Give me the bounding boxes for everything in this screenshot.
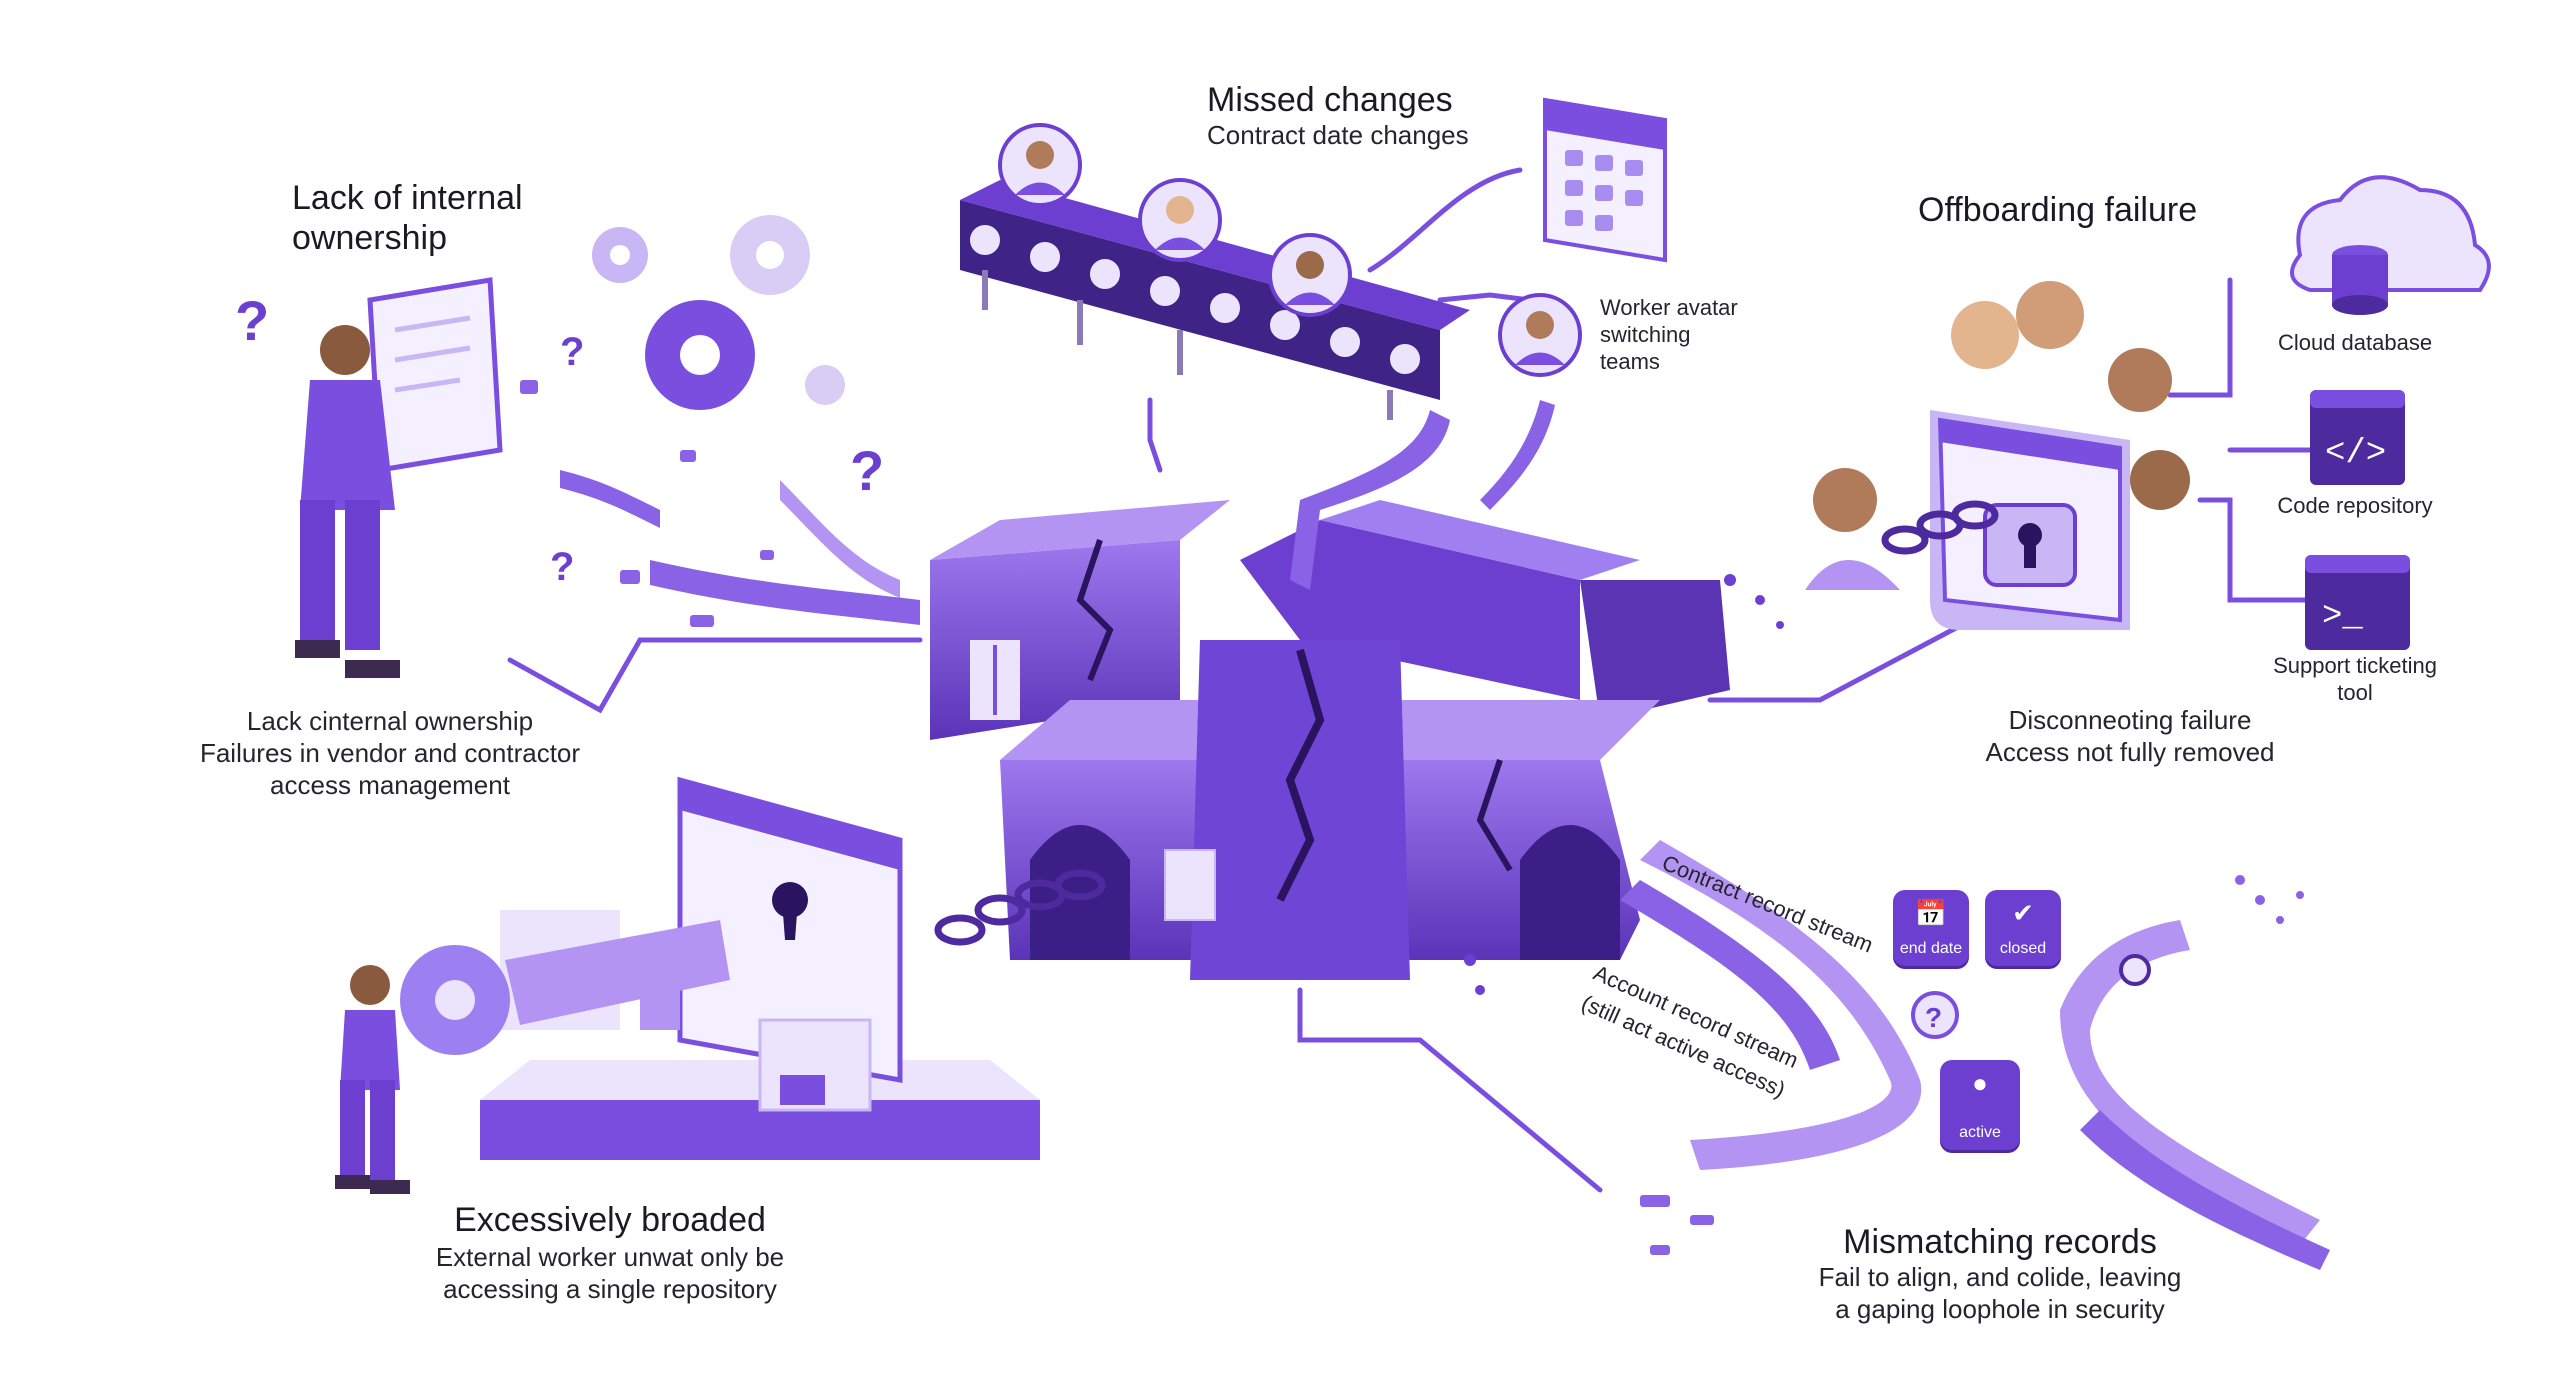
lack-ownership-desc-1: Lack cinternal ownership bbox=[246, 706, 534, 736]
offboarding-people bbox=[1805, 281, 2190, 590]
end-date-badge: 📅 end date bbox=[1893, 890, 1969, 966]
broken-pipe-junction bbox=[930, 500, 1784, 995]
question-mark-icon: ? bbox=[1911, 991, 1959, 1039]
missed-changes-subtitle: Contract date changes bbox=[1207, 120, 1469, 150]
database-icon bbox=[2290, 175, 2491, 315]
offboarding-desc-2: Access not fully removed bbox=[1985, 737, 2275, 767]
padlock-icon bbox=[1983, 503, 2077, 587]
svg-text:?: ? bbox=[560, 330, 584, 374]
svg-text:?: ? bbox=[850, 439, 884, 502]
mismatch-desc-2: a gaping loophole in security bbox=[1835, 1294, 2165, 1324]
offboarding-title: Offboarding failure bbox=[1918, 191, 2198, 229]
closed-badge: ✔ closed bbox=[1985, 890, 2061, 966]
svg-text:?: ? bbox=[550, 545, 574, 589]
checkmark-icon: ✔ bbox=[2012, 898, 2034, 928]
lack-ownership-title-1: Lack of internal bbox=[292, 179, 523, 217]
record-streams bbox=[1620, 840, 2330, 1270]
access-platform bbox=[480, 776, 1040, 1160]
lack-ownership-title-2: ownership bbox=[292, 219, 447, 257]
question-mark-icon: ? ? ? ? bbox=[235, 289, 884, 589]
cloud-database-label: Cloud database bbox=[2277, 330, 2433, 355]
lack-ownership-desc-3: access management bbox=[270, 770, 510, 800]
offboarding-lock-panel bbox=[1930, 410, 2130, 630]
lack-ownership-desc-2: Failures in vendor and contractor bbox=[199, 738, 581, 768]
excessive-title: Excessively broaded bbox=[454, 1201, 766, 1239]
worker-switch-label-2: switching bbox=[1600, 322, 1691, 347]
calendar-icon: 📅 bbox=[1914, 898, 1948, 928]
excessive-desc-2: accessing a single repository bbox=[443, 1274, 777, 1304]
code-repository-label: Code repository bbox=[2277, 493, 2433, 518]
worker-with-document bbox=[295, 277, 503, 678]
data-stream-top bbox=[1290, 400, 1555, 590]
worker-switch-label-3: teams bbox=[1600, 349, 1660, 374]
gear-icon bbox=[592, 215, 845, 410]
worker-switch-label-1: Worker avatar bbox=[1600, 295, 1738, 320]
svg-text:</>: </> bbox=[2325, 435, 2386, 473]
connector-lines bbox=[507, 167, 2323, 1193]
active-badge: ● active bbox=[1940, 1060, 2020, 1150]
excessive-desc-1: External worker unwat only be bbox=[435, 1242, 785, 1272]
svg-text:?: ? bbox=[1925, 1002, 1942, 1033]
data-stream-left bbox=[520, 380, 920, 627]
mismatch-desc-1: Fail to align, and colide, leaving bbox=[1818, 1262, 2182, 1292]
svg-text:?: ? bbox=[235, 289, 269, 352]
terminal-icon: >_ bbox=[2305, 555, 2410, 650]
support-ticketing-label-2: tool bbox=[2337, 680, 2373, 705]
worker-with-key bbox=[335, 965, 410, 1194]
calendar-icon bbox=[1543, 97, 1667, 263]
person-icon: ● bbox=[1972, 1068, 1988, 1098]
chain-left bbox=[934, 869, 1106, 946]
support-ticketing-label-1: Support ticketing bbox=[2273, 653, 2437, 678]
svg-text:>_: >_ bbox=[2322, 598, 2363, 636]
conveyor-avatars bbox=[998, 123, 1582, 377]
chain-right bbox=[1881, 500, 1999, 555]
mismatch-title: Mismatching records bbox=[1843, 1223, 2157, 1261]
code-icon: </> bbox=[2310, 390, 2405, 485]
offboarding-desc-1: Disconneoting failure bbox=[2008, 705, 2252, 735]
key-icon bbox=[400, 920, 730, 1055]
missed-changes-title: Missed changes bbox=[1207, 81, 1453, 119]
